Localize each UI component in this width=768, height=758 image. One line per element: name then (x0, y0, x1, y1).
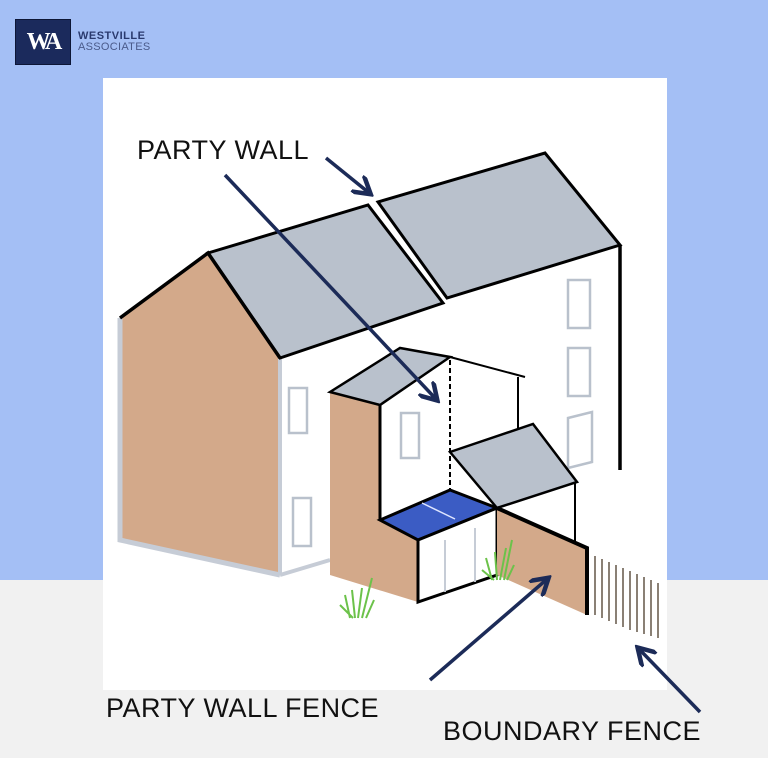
logo: WA WESTVILLE ASSOCIATES (15, 19, 150, 65)
party-wall-fence-shape (497, 508, 587, 615)
party-wall-fence-arrow (428, 580, 546, 682)
label-boundary-fence: BOUNDARY FENCE (443, 716, 702, 746)
party-wall-arrow-2 (223, 173, 435, 398)
grass (339, 539, 515, 619)
lean-to-roof (447, 422, 580, 510)
party-wall-arrow-1 (324, 156, 368, 192)
arrows (223, 156, 702, 714)
logo-monogram: WA (15, 19, 71, 65)
party-wall-tan (330, 392, 418, 602)
logo-line1: WESTVILLE (78, 30, 146, 42)
boundary-fence-arrow (640, 650, 702, 714)
windows (287, 278, 594, 548)
logo-line2: ASSOCIATES (78, 41, 151, 53)
gable-wall (120, 253, 280, 575)
label-party-wall: PARTY WALL (137, 135, 310, 165)
label-party-wall-fence: PARTY WALL FENCE (106, 693, 380, 723)
boundary-fence-shape (594, 556, 659, 638)
